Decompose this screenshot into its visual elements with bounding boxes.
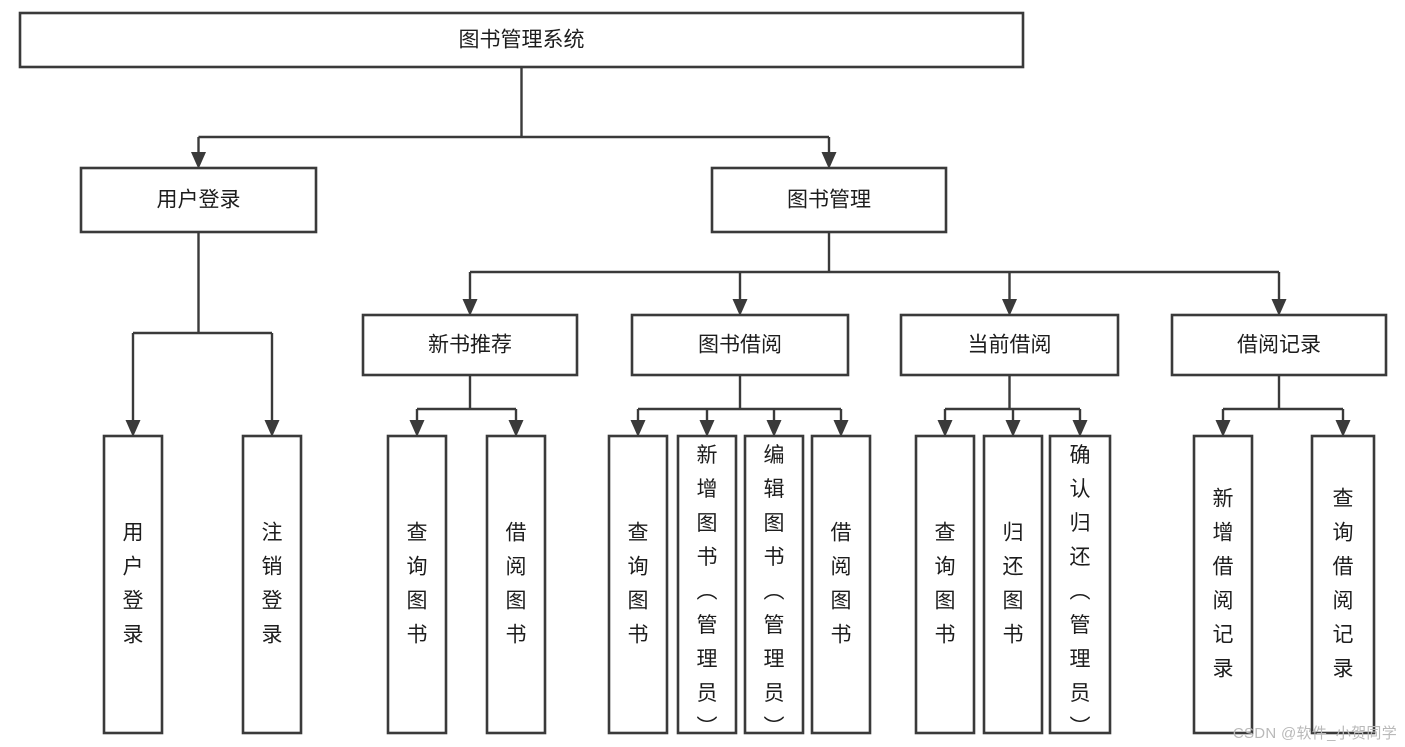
arrow-head-icon bbox=[1002, 299, 1017, 316]
node-label: 借阅记录 bbox=[1237, 334, 1321, 357]
node-leaf-rec-query[interactable]: 查询借阅记录 bbox=[1310, 434, 1376, 735]
node-box bbox=[485, 434, 547, 735]
node-label: 借阅图书 bbox=[506, 522, 527, 647]
node-leaf-nb-borrow[interactable]: 借阅图书 bbox=[485, 434, 547, 735]
node-label: 图书管理 bbox=[787, 189, 871, 212]
node-label: 注销登录 bbox=[262, 522, 283, 647]
node-label: 归还图书 bbox=[1003, 522, 1024, 647]
node-l3-current[interactable]: 当前借阅 bbox=[899, 313, 1120, 377]
node-box bbox=[79, 166, 318, 234]
node-label: 查询图书 bbox=[935, 522, 956, 647]
node-box bbox=[743, 434, 805, 735]
node-l3-records[interactable]: 借阅记录 bbox=[1170, 313, 1388, 377]
node-box bbox=[810, 434, 872, 735]
arrow-head-icon bbox=[1005, 420, 1021, 437]
arrow-head-icon bbox=[125, 420, 141, 437]
arrow-head-icon bbox=[191, 152, 206, 169]
node-box bbox=[1310, 434, 1376, 735]
arrow-head-icon bbox=[630, 420, 646, 437]
node-label: 用户登录 bbox=[157, 189, 241, 212]
node-label: 编辑图书︵管理员︶ bbox=[764, 444, 785, 739]
node-leaf-user-login[interactable]: 用户登录 bbox=[102, 434, 164, 735]
node-leaf-cur-query[interactable]: 查询图书 bbox=[914, 434, 976, 735]
node-leaf-logout[interactable]: 注销登录 bbox=[241, 434, 303, 735]
node-box bbox=[899, 313, 1120, 377]
node-leaf-bk-query[interactable]: 查询图书 bbox=[607, 434, 669, 735]
arrow-head-icon bbox=[833, 420, 849, 437]
node-label: 当前借阅 bbox=[968, 334, 1052, 357]
arrow-head-icon bbox=[1271, 299, 1287, 316]
node-label: 新增图书︵管理员︶ bbox=[697, 444, 718, 739]
node-box bbox=[914, 434, 976, 735]
node-l3-new-books[interactable]: 新书推荐 bbox=[361, 313, 579, 377]
node-leaf-cur-return[interactable]: 归还图书 bbox=[982, 434, 1044, 735]
node-leaf-nb-query[interactable]: 查询图书 bbox=[386, 434, 448, 735]
node-label: 新书推荐 bbox=[428, 334, 512, 357]
node-box bbox=[676, 434, 738, 735]
arrow-head-icon bbox=[937, 420, 953, 437]
node-layer: 图书管理系统用户登录图书管理新书推荐图书借阅当前借阅借阅记录用户登录注销登录查询… bbox=[18, 11, 1388, 739]
node-box bbox=[102, 434, 164, 735]
arrow-head-icon bbox=[732, 299, 748, 316]
node-leaf-bk-add[interactable]: 新增图书︵管理员︶ bbox=[676, 434, 738, 739]
arrow-head-icon bbox=[409, 420, 425, 437]
node-label: 图书借阅 bbox=[698, 334, 782, 357]
edge-layer bbox=[125, 67, 1351, 437]
arrow-head-icon bbox=[699, 420, 715, 437]
node-label: 用户登录 bbox=[123, 522, 144, 647]
node-leaf-rec-add[interactable]: 新增借阅记录 bbox=[1192, 434, 1254, 735]
node-l3-borrow[interactable]: 图书借阅 bbox=[630, 313, 850, 377]
node-label: 借阅图书 bbox=[831, 522, 852, 647]
arrow-head-icon bbox=[462, 299, 478, 316]
node-label: 确认归还︵管理员︶ bbox=[1070, 444, 1091, 739]
node-leaf-cur-confirm[interactable]: 确认归还︵管理员︶ bbox=[1048, 434, 1112, 739]
node-box bbox=[710, 166, 948, 234]
node-label: 图书管理系统 bbox=[459, 29, 585, 52]
node-box bbox=[982, 434, 1044, 735]
node-box bbox=[630, 313, 850, 377]
node-box bbox=[386, 434, 448, 735]
node-l2-user-login[interactable]: 用户登录 bbox=[79, 166, 318, 234]
node-box bbox=[607, 434, 669, 735]
node-box bbox=[1170, 313, 1388, 377]
node-leaf-bk-edit[interactable]: 编辑图书︵管理员︶ bbox=[743, 434, 805, 739]
node-box bbox=[18, 11, 1025, 69]
node-label: 查询图书 bbox=[628, 522, 649, 647]
arrow-head-icon bbox=[1215, 420, 1231, 437]
node-box bbox=[1048, 434, 1112, 735]
arrow-head-icon bbox=[264, 420, 280, 437]
node-box bbox=[361, 313, 579, 377]
arrow-head-icon bbox=[821, 152, 837, 169]
arrow-head-icon bbox=[766, 420, 782, 437]
node-label: 新增借阅记录 bbox=[1213, 488, 1234, 681]
arrow-head-icon bbox=[1335, 420, 1351, 437]
watermark-label: CSDN @软件_小贺同学 bbox=[1232, 725, 1397, 742]
arrow-head-icon bbox=[1072, 420, 1088, 437]
node-leaf-bk-borrow[interactable]: 借阅图书 bbox=[810, 434, 872, 735]
node-box bbox=[1192, 434, 1254, 735]
node-label: 查询借阅记录 bbox=[1333, 488, 1354, 681]
arrow-head-icon bbox=[508, 420, 524, 437]
node-label: 查询图书 bbox=[407, 522, 428, 647]
node-l2-book-mgmt[interactable]: 图书管理 bbox=[710, 166, 948, 234]
node-root[interactable]: 图书管理系统 bbox=[18, 11, 1025, 69]
node-box bbox=[241, 434, 303, 735]
